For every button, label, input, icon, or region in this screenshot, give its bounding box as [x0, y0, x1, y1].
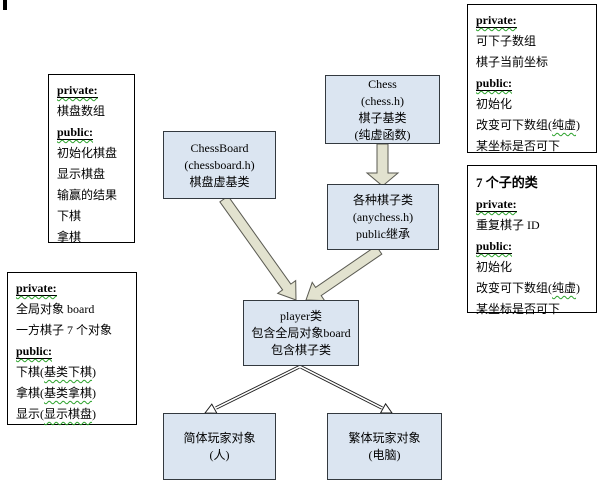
arrow-anychess-to-player	[305, 245, 383, 302]
player-name: player类	[280, 308, 322, 323]
public-label: public:	[476, 76, 513, 91]
player-desc1: 包含全局对象board	[251, 325, 351, 340]
note-line: 棋盘数组	[57, 104, 106, 118]
arrow-chessboard-to-player	[219, 195, 297, 301]
public-label: public:	[57, 125, 94, 140]
chess-desc2: (纯虚函数)	[354, 127, 411, 142]
traditional-player-name: 繁体玩家对象	[348, 430, 421, 445]
note-box-player-members: private: 全局对象 board 一方棋子 7 个对象 public: 下…	[7, 272, 137, 425]
note-line: 初始化棋盘	[57, 146, 118, 160]
note-line: 一方棋子 7 个对象	[16, 323, 113, 337]
chessboard-file: (chessboard.h)	[184, 157, 255, 172]
note-line: 全局对象 board	[16, 302, 95, 316]
class-box-chessboard: ChessBoard (chessboard.h) 棋盘虚基类	[163, 131, 276, 199]
class-box-traditional-player: 繁体玩家对象 (电脑)	[327, 413, 442, 480]
anychess-file: (anychess.h)	[352, 209, 414, 224]
note-line: 拿棋	[57, 230, 82, 244]
note-line: 某坐标是否可下	[476, 302, 561, 316]
class-box-chess: Chess (chess.h) 棋子基类 (纯虚函数)	[325, 75, 440, 144]
note-line: 拿棋(基类拿棋)	[16, 386, 97, 400]
chess-file: (chess.h)	[361, 93, 404, 108]
class-box-anychess: 各种棋子类 (anychess.h) public继承	[327, 184, 439, 250]
public-label: public:	[16, 344, 53, 359]
pieces-note-title: 7 个子的类	[476, 175, 538, 190]
note-line: 显示(显示棋盘)	[16, 407, 97, 421]
private-label: private:	[476, 13, 517, 28]
public-label: public:	[476, 239, 513, 254]
private-label: private:	[57, 83, 98, 98]
note-line: 下棋(基类下棋)	[16, 365, 97, 379]
chess-desc: 棋子基类	[358, 110, 407, 125]
note-box-chessboard-members: private: 棋盘数组 public: 初始化棋盘 显示棋盘 输赢的结果 下…	[48, 74, 135, 244]
note-line: 初始化	[476, 97, 513, 111]
anychess-name: 各种棋子类	[352, 192, 413, 207]
private-label: private:	[476, 197, 517, 212]
note-line: 显示棋盘	[57, 167, 106, 181]
note-line: 可下子数组	[476, 34, 537, 48]
chess-name: Chess	[368, 76, 397, 91]
anychess-desc: public继承	[356, 226, 410, 241]
note-line: 下棋	[57, 209, 82, 223]
simple-player-name: 简体玩家对象	[183, 430, 256, 445]
note-line: 改变可下数组(纯虚)	[476, 281, 581, 295]
chessboard-name: ChessBoard	[190, 140, 249, 155]
private-label: private:	[16, 281, 57, 296]
note-line: 重复棋子 ID	[476, 218, 540, 232]
arrow-chess-to-anychess	[365, 143, 400, 187]
traditional-player-desc: (电脑)	[368, 447, 401, 462]
note-line: 棋子当前坐标	[476, 55, 549, 69]
class-box-simple-player: 简体玩家对象 (人)	[163, 413, 276, 480]
note-line: 输赢的结果	[57, 188, 118, 202]
class-box-player: player类 包含全局对象board 包含棋子类	[243, 300, 359, 366]
note-line: 初始化	[476, 260, 513, 274]
note-line: 改变可下数组(纯虚)	[476, 118, 581, 132]
line-player-to-traditional	[300, 365, 393, 414]
note-box-chess-members: private: 可下子数组 棋子当前坐标 public: 初始化 改变可下数组…	[467, 4, 597, 153]
note-line: 某坐标是否可下	[476, 139, 561, 153]
text-cursor-mark	[3, 0, 7, 10]
player-desc2: 包含棋子类	[270, 342, 331, 357]
simple-player-desc: (人)	[209, 447, 230, 462]
chessboard-desc: 棋盘虚基类	[189, 174, 250, 189]
note-box-piece-classes: 7 个子的类 private: 重复棋子 ID public: 初始化 改变可下…	[467, 165, 597, 316]
line-player-to-simple	[204, 365, 300, 414]
